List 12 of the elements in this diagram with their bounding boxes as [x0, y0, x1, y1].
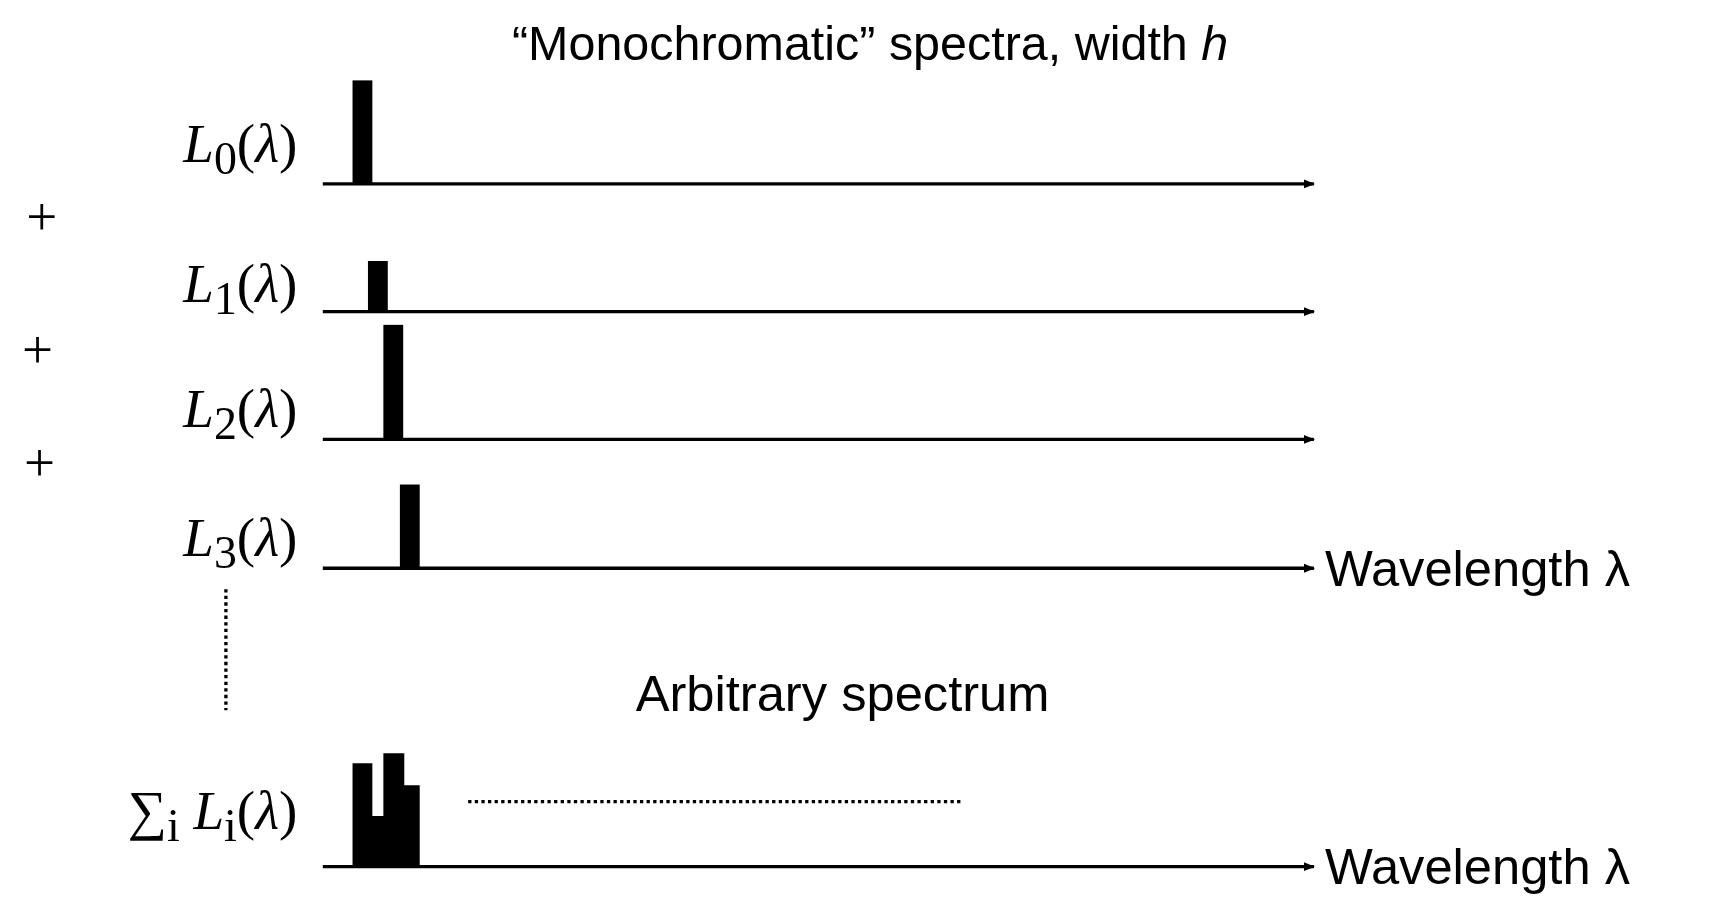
spectrum-label: L$_{3}$(λ) — [183, 507, 298, 579]
axis-label: Wavelength λ — [1325, 541, 1630, 598]
axis-label: Wavelength λ — [1325, 838, 1630, 895]
plus-sign: + — [26, 186, 58, 248]
sum-label: ∑$_{i}$ L$_{i}$(λ) — [127, 780, 298, 852]
plus-sign: + — [21, 319, 53, 381]
spectrum-label: L$_{0}$(λ) — [183, 113, 298, 184]
spectrum-label: L$_{2}$(λ) — [183, 378, 298, 450]
plus-sign: + — [24, 432, 56, 493]
section-heading: Arbitrary spectrum — [635, 666, 1050, 722]
spectrum-label: L$_{1}$(λ) — [183, 253, 298, 324]
diagram-title: “Monochromatic” spectra, width h — [511, 17, 1229, 71]
